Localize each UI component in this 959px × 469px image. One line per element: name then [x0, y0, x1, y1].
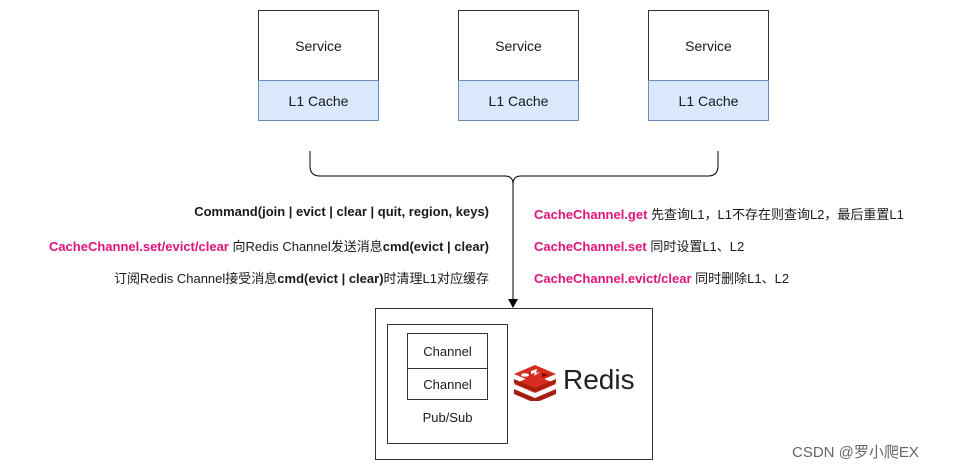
- subscribe-note-tail: 时清理L1对应缓存: [383, 271, 489, 286]
- arrow-head: [508, 299, 518, 308]
- watermark: CSDN @罗小爬EX: [792, 444, 919, 461]
- subscribe-note-text: 订阅Redis Channel接受消息: [114, 271, 278, 286]
- l1-cache-label: L1 Cache: [288, 92, 349, 109]
- service-box-1: Service: [258, 10, 379, 81]
- subscribe-note: 订阅Redis Channel接受消息cmd(evict | clear)时清理…: [114, 268, 489, 287]
- service-box-3: Service: [648, 10, 769, 81]
- set-api-name: CacheChannel.set: [534, 239, 647, 254]
- l1-cache-label: L1 Cache: [678, 92, 739, 109]
- evict-api-name: CacheChannel.evict/clear: [534, 271, 692, 286]
- l1-cache-box-1: L1 Cache: [258, 80, 379, 121]
- set-note-text: 同时设置L1、L2: [646, 239, 745, 254]
- set-note: CacheChannel.set 同时设置L1、L2: [534, 236, 744, 255]
- channel-box-1: Channel: [407, 333, 488, 369]
- service-label: Service: [295, 37, 342, 54]
- brace-connector: [309, 151, 719, 185]
- publish-note: CacheChannel.set/evict/clear 向Redis Chan…: [49, 236, 489, 255]
- l1-cache-box-2: L1 Cache: [458, 80, 579, 121]
- l1-cache-box-3: L1 Cache: [648, 80, 769, 121]
- publish-note-cmd: cmd(evict | clear): [382, 239, 489, 254]
- get-api-name: CacheChannel.get: [534, 207, 648, 222]
- channel-box-2: Channel: [407, 368, 488, 400]
- evict-note: CacheChannel.evict/clear 同时删除L1、L2: [534, 268, 789, 287]
- redis-logo-text: Redis: [563, 364, 635, 395]
- command-note: Command(join | evict | clear | quit, reg…: [194, 204, 489, 219]
- l1-cache-label: L1 Cache: [488, 92, 549, 109]
- channel-label: Channel: [423, 343, 472, 359]
- service-label: Service: [495, 37, 542, 54]
- get-note: CacheChannel.get 先查询L1，L1不存在则查询L2，最后重置L1: [534, 204, 904, 223]
- pubsub-label: Pub/Sub: [422, 410, 473, 425]
- publish-note-text: 向Redis Channel发送消息: [228, 239, 383, 254]
- get-note-text: 先查询L1，L1不存在则查询L2，最后重置L1: [647, 207, 904, 222]
- subscribe-note-cmd: cmd(evict | clear): [277, 271, 384, 286]
- service-box-2: Service: [458, 10, 579, 81]
- evict-note-text: 同时删除L1、L2: [691, 271, 790, 286]
- service-label: Service: [685, 37, 732, 54]
- redis-logo-icon: [514, 365, 556, 401]
- publish-api-name: CacheChannel.set/evict/clear: [48, 239, 229, 254]
- channel-label: Channel: [423, 376, 472, 392]
